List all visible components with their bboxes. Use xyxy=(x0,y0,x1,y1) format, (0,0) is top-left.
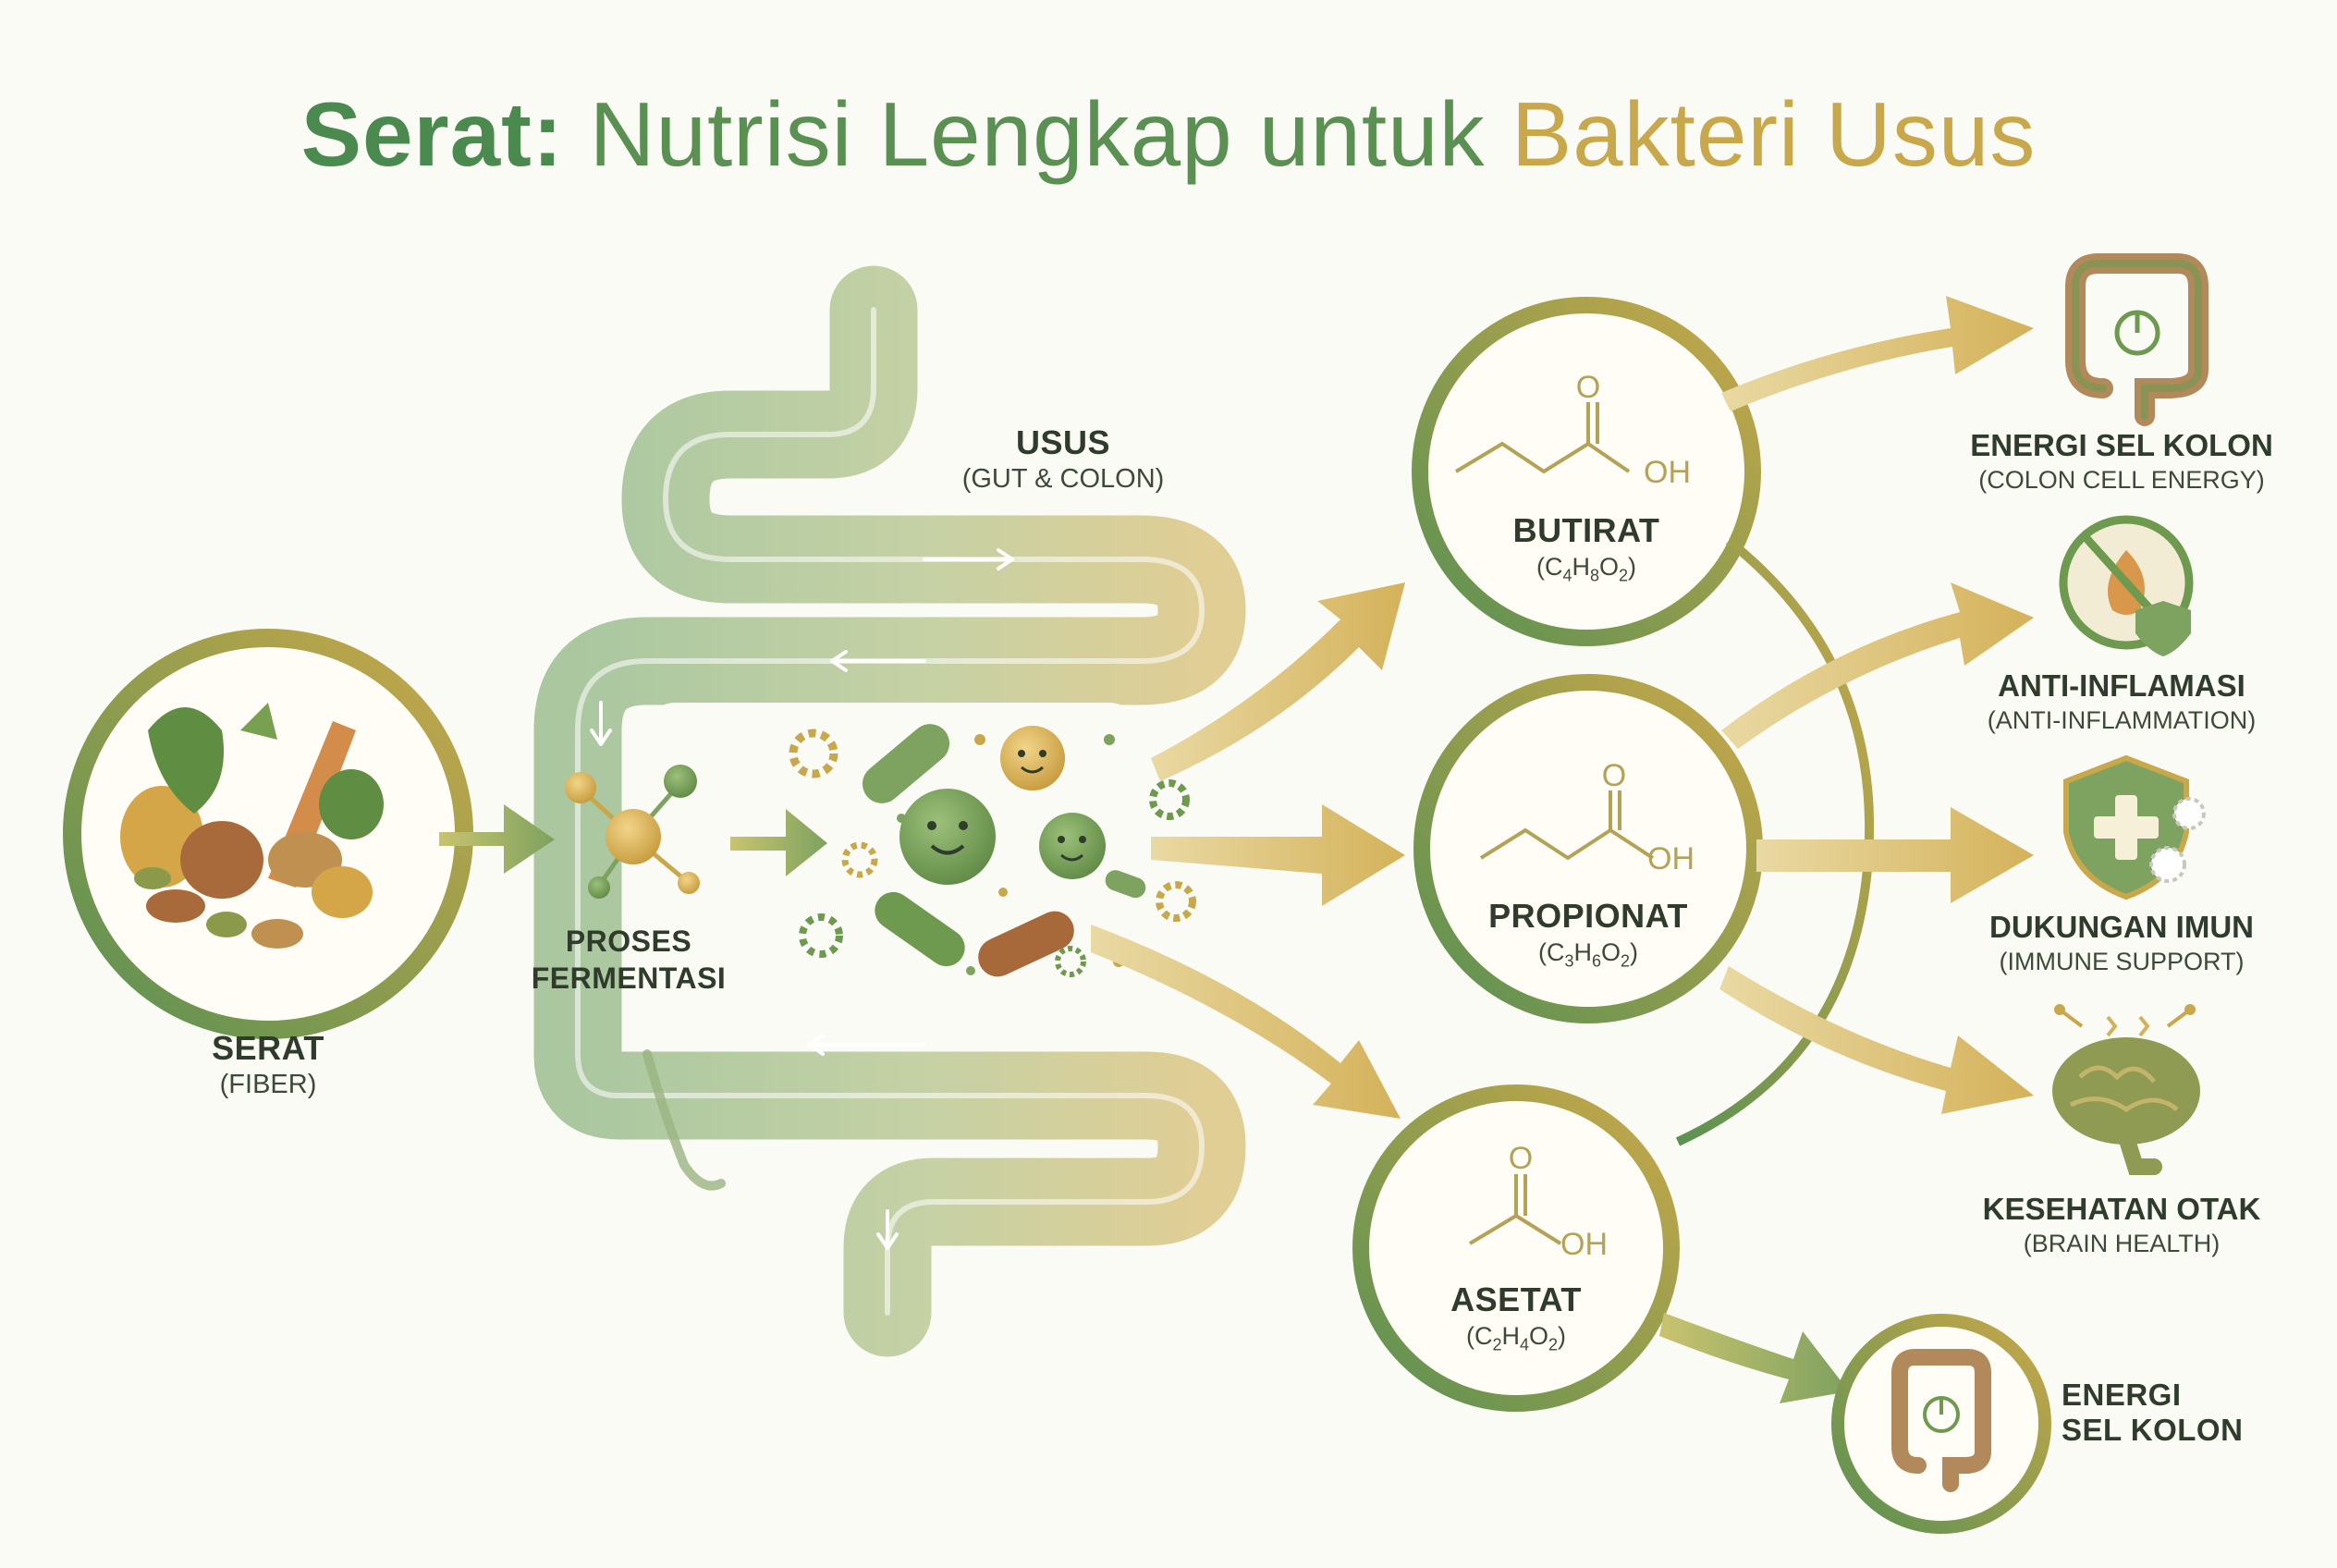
gut-to-acids-arrows xyxy=(1091,582,1405,1119)
vegetables-icon xyxy=(120,703,384,949)
fiber-label-main: SERAT xyxy=(212,1029,324,1067)
propionate-label: PROPIONAT (C3H6O2) xyxy=(1440,897,1736,977)
gut-label-main: USUS xyxy=(1015,423,1111,461)
acetate-circle xyxy=(1352,1084,1680,1412)
fiber-to-fermentation-arrow xyxy=(439,804,555,874)
butyrate-name: BUTIRAT xyxy=(1512,511,1660,549)
benefit-colon-energy: ENERGI SEL KOLON (COLON CELL ENERGY) xyxy=(1927,427,2316,496)
acetate-hydroxyl-label: OH xyxy=(1560,1227,1608,1262)
benefit-immune-support: DUKUNGAN IMUN (IMMUNE SUPPORT) xyxy=(1927,909,2316,977)
acetate-label: ASETAT (C2H4O2) xyxy=(1368,1280,1664,1361)
molecule-icon xyxy=(565,765,700,899)
butyrate-circle xyxy=(1412,297,1761,646)
no-fire-shield-icon xyxy=(2059,515,2194,656)
propionate-oxygen-label: O xyxy=(1602,758,1626,793)
propionate-name: PROPIONAT xyxy=(1488,897,1688,935)
benefit-anti-inflammation-label: ANTI-INFLAMASI xyxy=(1998,668,2245,703)
benefit-anti-inflammation-sub: (ANTI-INFLAMMATION) xyxy=(1987,706,2257,734)
benefit-brain-health-sub: (BRAIN HEALTH) xyxy=(2023,1230,2221,1257)
shield-cross-icon xyxy=(2063,754,2206,900)
fermentation-line1: PROSES xyxy=(565,925,692,958)
fermentation-line2: FERMENTASI xyxy=(531,962,727,995)
gut-bacteria-illustration xyxy=(789,724,1196,977)
title-keyword: Serat: xyxy=(300,83,564,185)
propionate-hydroxyl-label: OH xyxy=(1647,841,1695,876)
fiber-label-sub: (FIBER) xyxy=(219,1070,317,1099)
butyrate-formula: (C4H8O2) xyxy=(1536,553,1637,585)
final-colon-circle xyxy=(1831,1314,2051,1534)
butyrate-label: BUTIRAT (C4H8O2) xyxy=(1438,511,1734,592)
page-title: Serat: Nutrisi Lengkap untuk Bakteri Usu… xyxy=(0,74,2337,194)
title-highlight: Bakteri Usus xyxy=(1511,83,2037,185)
benefit-colon-energy-sub: (COLON CELL ENERGY) xyxy=(1978,466,2265,494)
benefit-immune-support-label: DUKUNGAN IMUN xyxy=(1989,910,2254,944)
colon-power-icon xyxy=(2065,253,2209,426)
final-line1: ENERGI xyxy=(2062,1378,2182,1412)
fiber-circle xyxy=(63,629,473,1039)
gut-label: USUS (GUT & COLON) xyxy=(906,423,1220,496)
propionate-circle xyxy=(1413,674,1763,1023)
butyrate-oxygen-label: O xyxy=(1576,370,1600,405)
benefit-immune-support-sub: (IMMUNE SUPPORT) xyxy=(1999,948,2245,975)
butyrate-hydroxyl-label: OH xyxy=(1644,455,1691,490)
gut-label-sub: (GUT & COLON) xyxy=(961,464,1165,494)
acetate-name: ASETAT xyxy=(1450,1280,1582,1318)
acetate-oxygen-label: O xyxy=(1509,1141,1533,1176)
fermentation-to-bacteria-arrow xyxy=(730,809,827,876)
benefit-brain-health-label: KESEHATAN OTAK xyxy=(1982,1192,2261,1226)
benefit-colon-energy-label: ENERGI SEL KOLON xyxy=(1970,428,2273,462)
brain-icon xyxy=(2052,1004,2200,1175)
fiber-label: SERAT (FIBER) xyxy=(129,1029,407,1101)
title-middle: Nutrisi Lengkap untuk xyxy=(563,83,1511,185)
acids-to-benefits-arrows xyxy=(1659,296,2034,1403)
benefit-brain-health: KESEHATAN OTAK (BRAIN HEALTH) xyxy=(1927,1191,2316,1259)
acetate-formula: (C2H4O2) xyxy=(1465,1322,1567,1354)
final-colon-energy-label: ENERGI SEL KOLON xyxy=(2062,1378,2274,1448)
fermentation-label: PROSES FERMENTASI xyxy=(490,923,767,997)
propionate-formula: (C3H6O2) xyxy=(1537,938,1639,971)
final-line2: SEL KOLON xyxy=(2062,1413,2244,1447)
benefit-anti-inflammation: ANTI-INFLAMASI (ANTI-INFLAMMATION) xyxy=(1927,668,2316,736)
